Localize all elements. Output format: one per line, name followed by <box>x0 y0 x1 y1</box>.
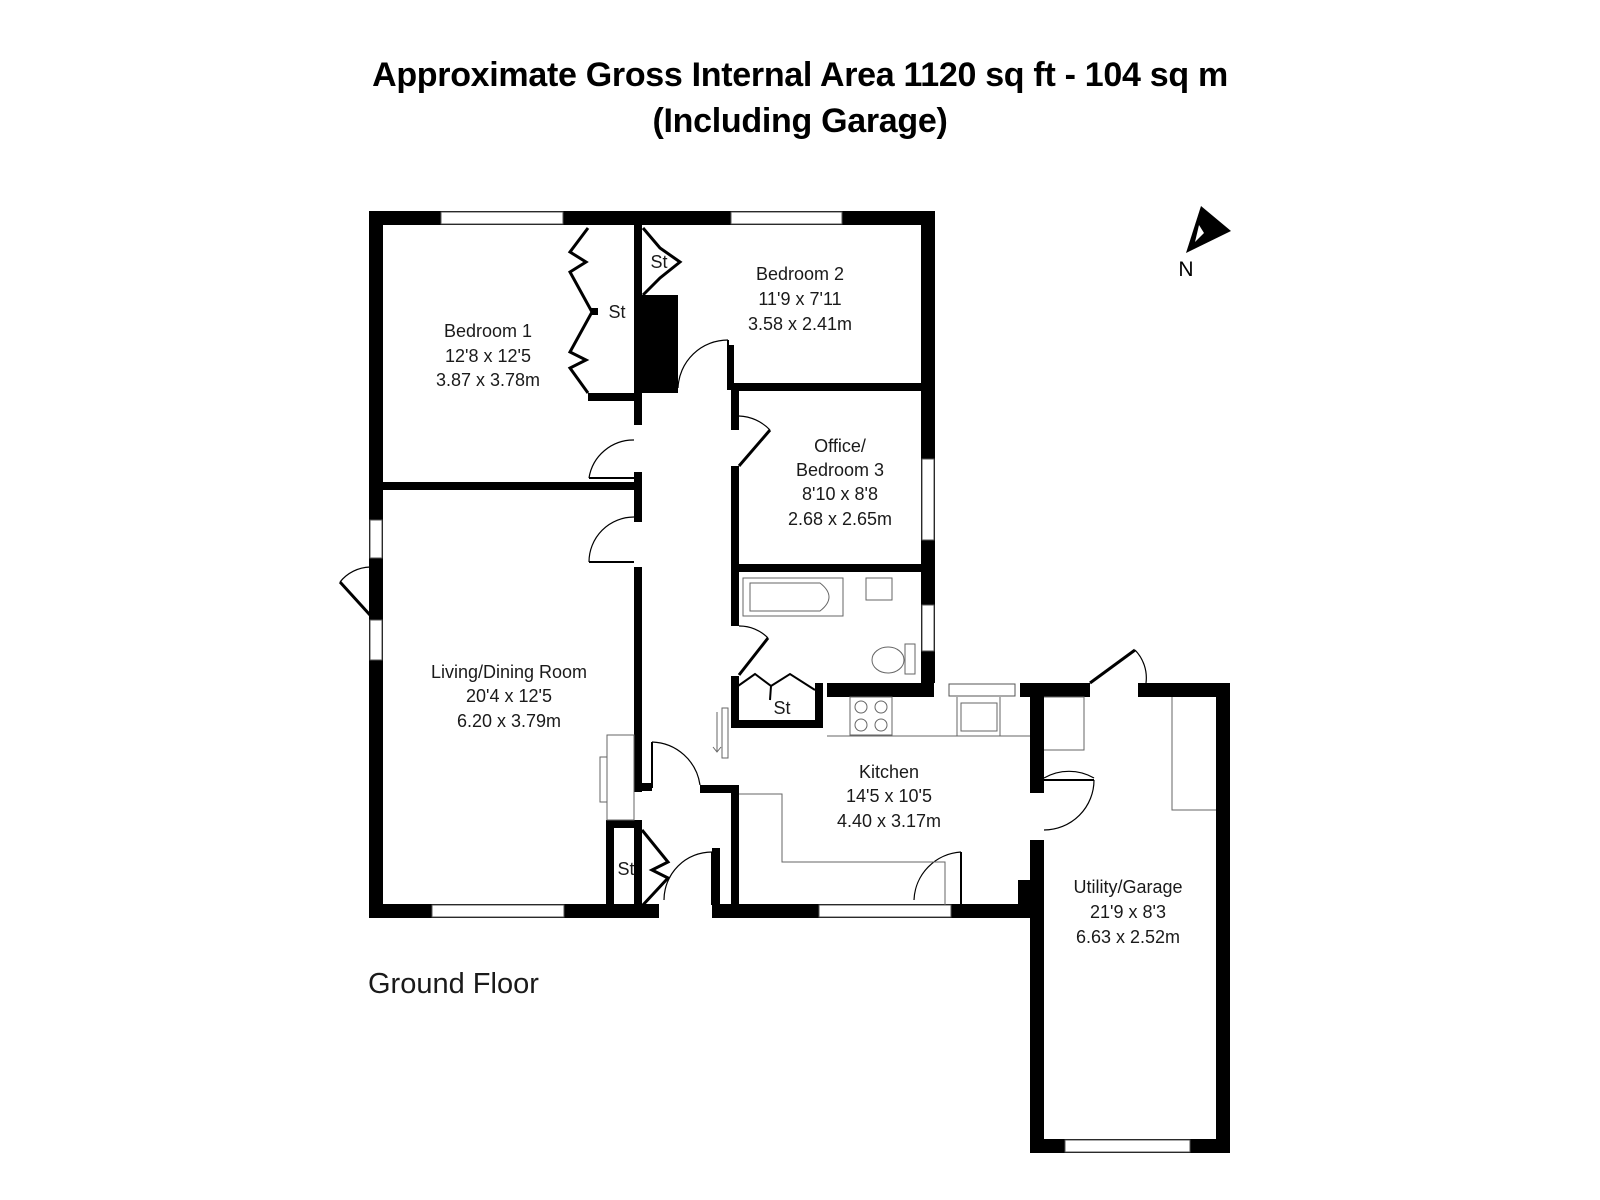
svg-text:6.20 x 3.79m: 6.20 x 3.79m <box>457 711 561 731</box>
svg-text:11'9 x 7'11: 11'9 x 7'11 <box>758 289 841 309</box>
svg-text:Kitchen: Kitchen <box>859 762 919 782</box>
storage-label: St <box>608 302 625 322</box>
basin-icon <box>865 577 893 601</box>
svg-text:20'4 x 12'5: 20'4 x 12'5 <box>466 686 552 706</box>
svg-text:3.58 x 2.41m: 3.58 x 2.41m <box>748 314 852 334</box>
title-line-1: Approximate Gross Internal Area 1120 sq … <box>372 56 1228 94</box>
storage-label: St <box>617 859 634 879</box>
sink-icon <box>960 702 998 732</box>
svg-text:2.68 x 2.65m: 2.68 x 2.65m <box>788 509 892 529</box>
storage-doors <box>567 227 816 908</box>
svg-text:Office/: Office/ <box>814 436 866 456</box>
svg-text:Utility/Garage: Utility/Garage <box>1073 877 1182 897</box>
room-label-utility-garage: Utility/Garage 21'9 x 8'3 6.63 x 2.52m <box>1073 877 1182 947</box>
svg-text:14'5 x 10'5: 14'5 x 10'5 <box>846 786 932 806</box>
doors <box>338 339 1147 905</box>
toilet-icon <box>871 646 905 674</box>
floor-label: Ground Floor <box>368 968 539 1000</box>
windows <box>369 211 1191 1153</box>
room-label-kitchen: Kitchen 14'5 x 10'5 4.40 x 3.17m <box>837 762 941 831</box>
title-line-2: (Including Garage) <box>652 102 948 140</box>
svg-text:12'8 x 12'5: 12'8 x 12'5 <box>445 346 531 366</box>
bath-icon <box>742 577 844 617</box>
svg-text:8'10 x 8'8: 8'10 x 8'8 <box>802 484 878 504</box>
room-label-living-dining: Living/Dining Room 20'4 x 12'5 6.20 x 3.… <box>431 662 587 731</box>
room-label-office-bedroom-3: Office/ Bedroom 3 8'10 x 8'8 2.68 x 2.65… <box>788 436 892 529</box>
room-label-bedroom-1: Bedroom 1 12'8 x 12'5 3.87 x 3.78m <box>436 321 540 390</box>
svg-text:Bedroom 2: Bedroom 2 <box>756 264 844 284</box>
fireplace-icon <box>606 734 635 821</box>
svg-text:Bedroom 3: Bedroom 3 <box>796 460 884 480</box>
svg-text:3.87 x 3.78m: 3.87 x 3.78m <box>436 370 540 390</box>
svg-text:21'9 x 8'3: 21'9 x 8'3 <box>1090 902 1166 922</box>
hob-icon <box>849 696 893 736</box>
north-arrow-icon: N <box>1178 206 1231 281</box>
compass-label: N <box>1178 258 1193 281</box>
storage-label: St <box>773 698 790 718</box>
fixtures <box>599 577 1216 905</box>
svg-text:6.63 x 2.52m: 6.63 x 2.52m <box>1076 927 1180 947</box>
storage-label: St <box>650 252 667 272</box>
svg-text:Living/Dining Room: Living/Dining Room <box>431 662 587 682</box>
room-label-bedroom-2: Bedroom 2 11'9 x 7'11 3.58 x 2.41m <box>748 264 852 334</box>
svg-text:Bedroom 1: Bedroom 1 <box>444 321 532 341</box>
svg-text:4.40 x 3.17m: 4.40 x 3.17m <box>837 811 941 831</box>
